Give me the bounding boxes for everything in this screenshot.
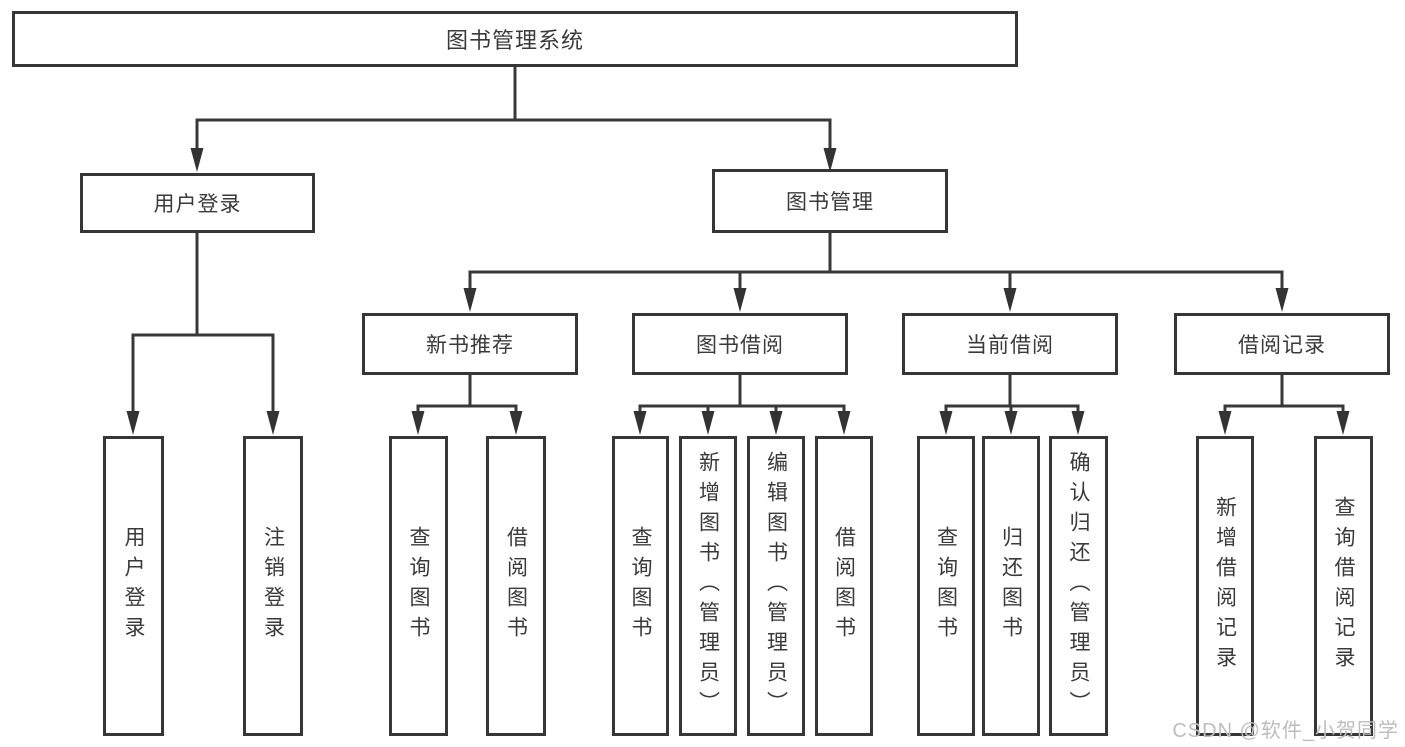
leaf-edit-book-admin: 编辑图书（管理员） [747, 436, 805, 736]
leaf-logout-label: 注销登录 [261, 526, 285, 646]
node-user-login: 用户登录 [80, 173, 315, 233]
leaf-confirm-return-admin-label: 确认归还（管理员） [1067, 451, 1090, 721]
leaf-add-book-admin: 新增图书（管理员） [679, 436, 737, 736]
leaf-borrow-book-1: 借阅图书 [486, 436, 546, 736]
leaf-borrow-book-2-label: 借阅图书 [832, 526, 856, 646]
leaf-query-borrow-record-label: 查询借阅记录 [1332, 496, 1355, 676]
leaf-confirm-return-admin: 确认归还（管理员） [1049, 436, 1108, 736]
leaf-return-book: 归还图书 [982, 436, 1040, 736]
leaf-add-borrow-record-label: 新增借阅记录 [1213, 496, 1237, 676]
leaf-borrow-book-1-label: 借阅图书 [504, 526, 528, 646]
node-borrow-records: 借阅记录 [1174, 313, 1390, 375]
leaf-query-book-3-label: 查询图书 [934, 526, 958, 646]
node-book-management: 图书管理 [712, 169, 948, 233]
leaf-logout: 注销登录 [243, 436, 303, 736]
leaf-query-borrow-record: 查询借阅记录 [1314, 436, 1373, 736]
leaf-user-login: 用户登录 [103, 436, 164, 736]
leaf-return-book-label: 归还图书 [999, 526, 1023, 646]
leaf-user-login-label: 用户登录 [122, 526, 145, 646]
node-new-book-recommend: 新书推荐 [362, 313, 578, 375]
leaf-borrow-book-2: 借阅图书 [815, 436, 873, 736]
node-current-borrow: 当前借阅 [902, 313, 1118, 375]
leaf-query-book-1-label: 查询图书 [407, 526, 430, 646]
leaf-add-borrow-record: 新增借阅记录 [1196, 436, 1254, 736]
leaf-add-book-admin-label: 新增图书（管理员） [696, 451, 720, 721]
csdn-watermark: CSDN @软件_小贺同学 [1172, 720, 1399, 742]
node-book-borrow: 图书借阅 [632, 313, 848, 375]
leaf-query-book-1: 查询图书 [389, 436, 448, 736]
node-library-management-system: 图书管理系统 [12, 11, 1018, 67]
leaf-query-book-3: 查询图书 [917, 436, 975, 736]
leaf-edit-book-admin-label: 编辑图书（管理员） [764, 451, 788, 721]
leaf-query-book-2: 查询图书 [612, 436, 669, 736]
leaf-query-book-2-label: 查询图书 [629, 526, 652, 646]
